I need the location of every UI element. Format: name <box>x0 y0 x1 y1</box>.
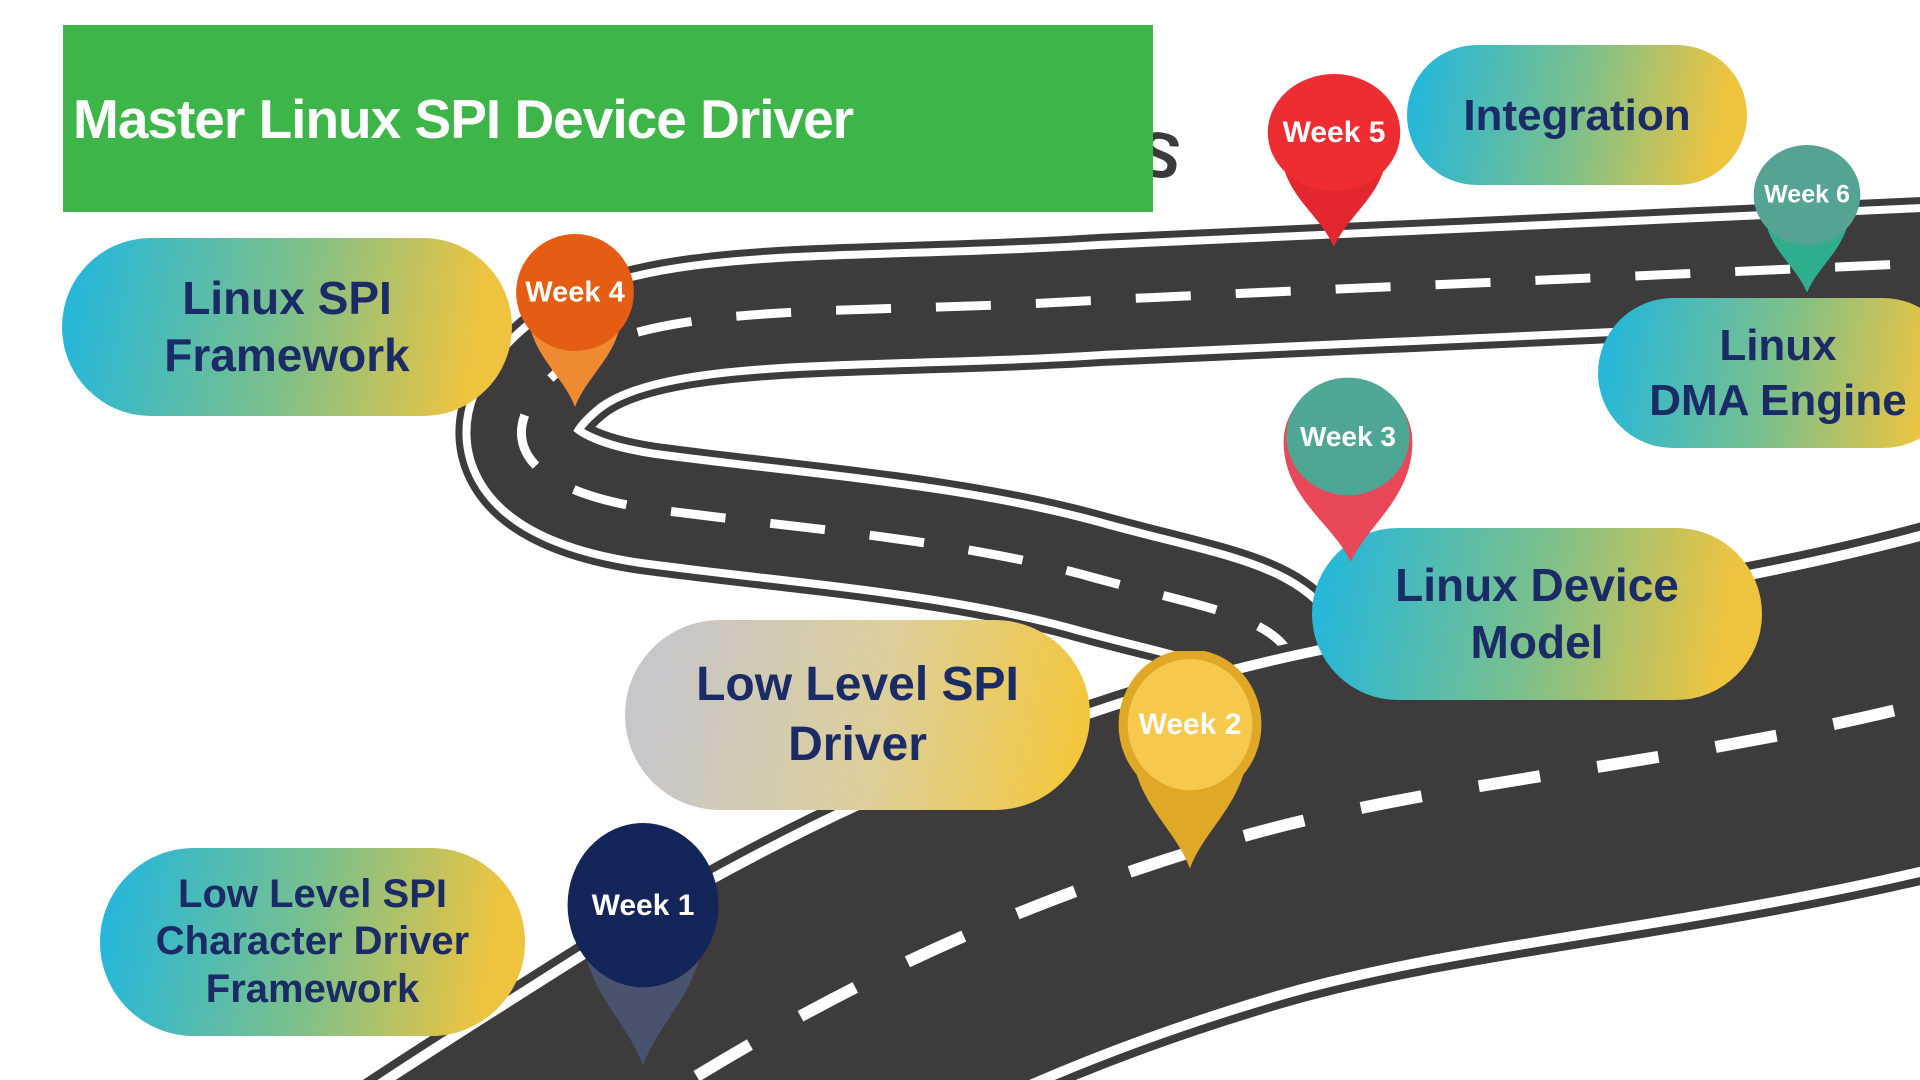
map-pin-week-3: Week 3 <box>1278 375 1418 562</box>
map-pin-icon <box>1753 145 1861 293</box>
page-title: Master Linux SPI Device Driver <box>73 87 854 150</box>
road-main-segment <box>455 197 1920 836</box>
topic-line: Linux SPI <box>182 271 392 324</box>
topic-line: Low Level SPI <box>178 872 447 917</box>
topic-pill-linux-dma-engine: Linux DMA Engine <box>1598 298 1920 448</box>
topic-pill-low-level-spi-driver: Low Level SPI Driver <box>625 620 1090 810</box>
topic-line: Low Level SPI <box>696 658 1019 711</box>
topic-pill-low-level-spi-character-driver-framework: Low Level SPI Character Driver Framework <box>100 848 525 1036</box>
topic-line: Linux Device <box>1395 558 1679 611</box>
topic-line: Character Driver <box>155 919 470 964</box>
map-pin-week-2: Week 2 <box>1114 651 1266 875</box>
map-pin-icon <box>1118 651 1262 869</box>
map-pin-week-6: Week 6 <box>1749 145 1865 297</box>
topic-line: Framework <box>164 329 410 381</box>
map-pin-icon <box>516 234 634 407</box>
week-5-label: Week 5 <box>1282 115 1386 149</box>
week-6-label: Week 6 <box>1764 180 1850 209</box>
topic-pill-linux-spi-framework: Linux SPI Framework <box>62 238 512 416</box>
week-3-label: Week 3 <box>1300 420 1396 452</box>
topic-line: Integration <box>1463 90 1691 140</box>
week-2-label: Week 2 <box>1138 707 1242 741</box>
topic-line: Linux <box>1719 321 1837 370</box>
title-banner: Master Linux SPI Device Driver <box>63 25 1153 212</box>
road-bottom-segment <box>362 522 1920 1080</box>
topic-line: Model <box>1470 616 1604 668</box>
map-pin-icon <box>1267 74 1401 247</box>
map-pin-icon <box>1283 377 1413 562</box>
map-pin-icon <box>567 823 719 1066</box>
map-pin-week-4: Week 4 <box>511 234 639 412</box>
topic-pill-integration: Integration <box>1407 45 1747 185</box>
topic-line: Framework <box>205 966 420 1011</box>
week-1-label: Week 1 <box>591 888 695 922</box>
topic-line: Driver <box>788 718 927 771</box>
map-pin-week-1: Week 1 <box>561 823 725 1073</box>
topic-line: DMA Engine <box>1649 376 1907 425</box>
week-4-label: Week 4 <box>525 276 625 309</box>
topic-pill-linux-device-model: Linux Device Model <box>1312 528 1762 700</box>
map-pin-week-5: Week 5 <box>1262 74 1406 252</box>
